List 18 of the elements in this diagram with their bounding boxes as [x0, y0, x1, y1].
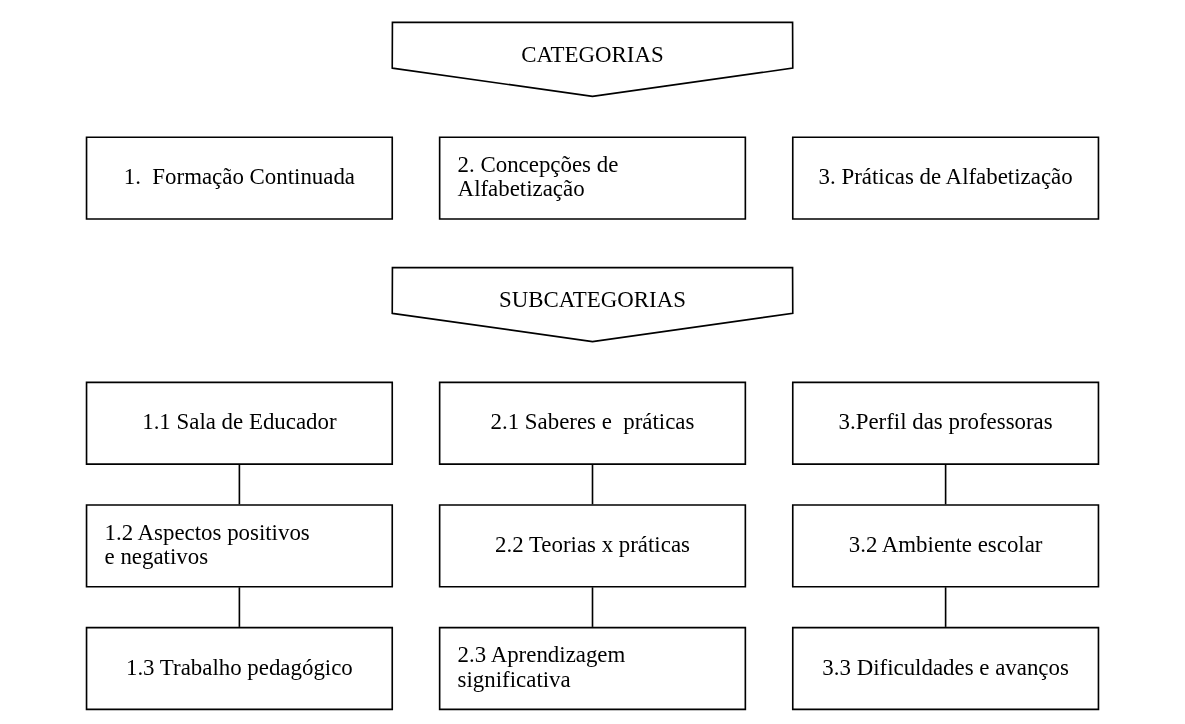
- node-box: 3.3 Dificuldades e avanços: [791, 626, 1100, 711]
- node-box: 1.3 Trabalho pedagógico: [85, 626, 394, 711]
- node-box: 2.1 Saberes e práticas: [438, 381, 747, 465]
- node-box: 3. Práticas de Alfabetização: [791, 136, 1100, 220]
- node-box: 2.2 Teorias x práticas: [438, 504, 747, 588]
- node-box: 1. Formação Continuada: [85, 136, 394, 220]
- connector: [591, 586, 594, 628]
- connector: [591, 463, 594, 506]
- connector: [238, 463, 241, 506]
- node-box: 3.Perfil das professoras: [791, 381, 1100, 465]
- node-box: 1.2 Aspectos positivos e negativos: [85, 504, 394, 588]
- connector: [238, 586, 241, 628]
- connector: [944, 463, 947, 506]
- node-box: 3.2 Ambiente escolar: [791, 504, 1100, 588]
- connector: [944, 586, 947, 628]
- node-box: 2.3 Aprendizagem significativa: [438, 626, 747, 711]
- node-box: 2. Concepções de Alfabetização: [438, 136, 747, 220]
- node-box: 1.1 Sala de Educador: [85, 381, 394, 465]
